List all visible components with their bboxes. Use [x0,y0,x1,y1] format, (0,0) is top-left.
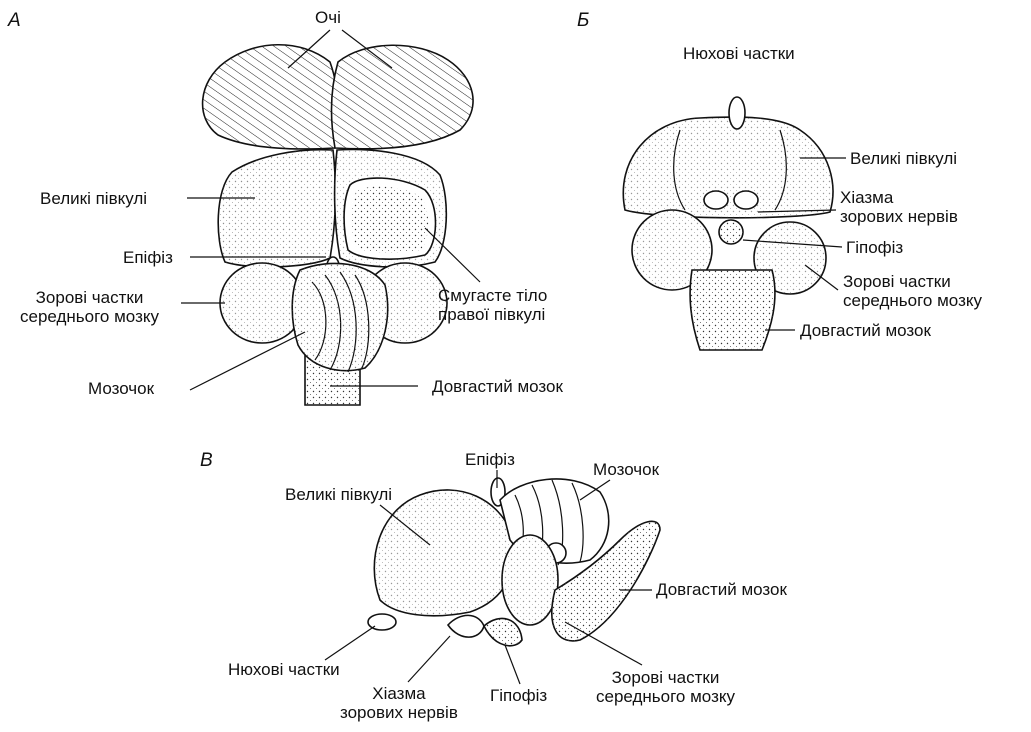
panel-c-label-epiphysis: Епіфіз [465,450,515,469]
panel-c-letter: В [200,450,213,472]
panel-b-label-hypophysis: Гіпофіз [846,238,903,257]
panel-b-letter: Б [577,10,589,32]
panel-c-chiasm [448,615,484,637]
panel-a-letter: А [8,10,21,32]
panel-b-label-hemispheres: Великі півкулі [850,149,957,168]
panel-c-label-hypophysis: Гіпофіз [490,686,547,705]
panel-a-label-hemispheres: Великі півкулі [40,189,147,208]
panel-b-label-medulla: Довгастий мозок [800,321,931,340]
panel-b-chiasm-left [704,191,728,209]
panel-b-label-olfactory: Нюхові частки [683,44,795,63]
panel-c-label-hemispheres: Великі півкулі [285,485,392,504]
panel-b-drawing [623,97,833,350]
panel-a-drawing [203,45,473,405]
panel-a-label-epiphysis: Епіфіз [123,248,173,267]
panel-b-olfactory-lobes [729,97,745,129]
panel-c-drawing [368,478,660,646]
panel-c-label-olfactory: Нюхові частки [228,660,340,679]
panel-a-label-medulla: Довгастий мозок [432,377,563,396]
panel-a-label-cerebellum: Мозочок [88,379,154,398]
panel-a-label-eyes: Очі [315,8,341,27]
panel-b-chiasm-right [734,191,758,209]
panel-c-label-medulla: Довгастий мозок [656,580,787,599]
panel-c-label-cerebellum: Мозочок [593,460,659,479]
